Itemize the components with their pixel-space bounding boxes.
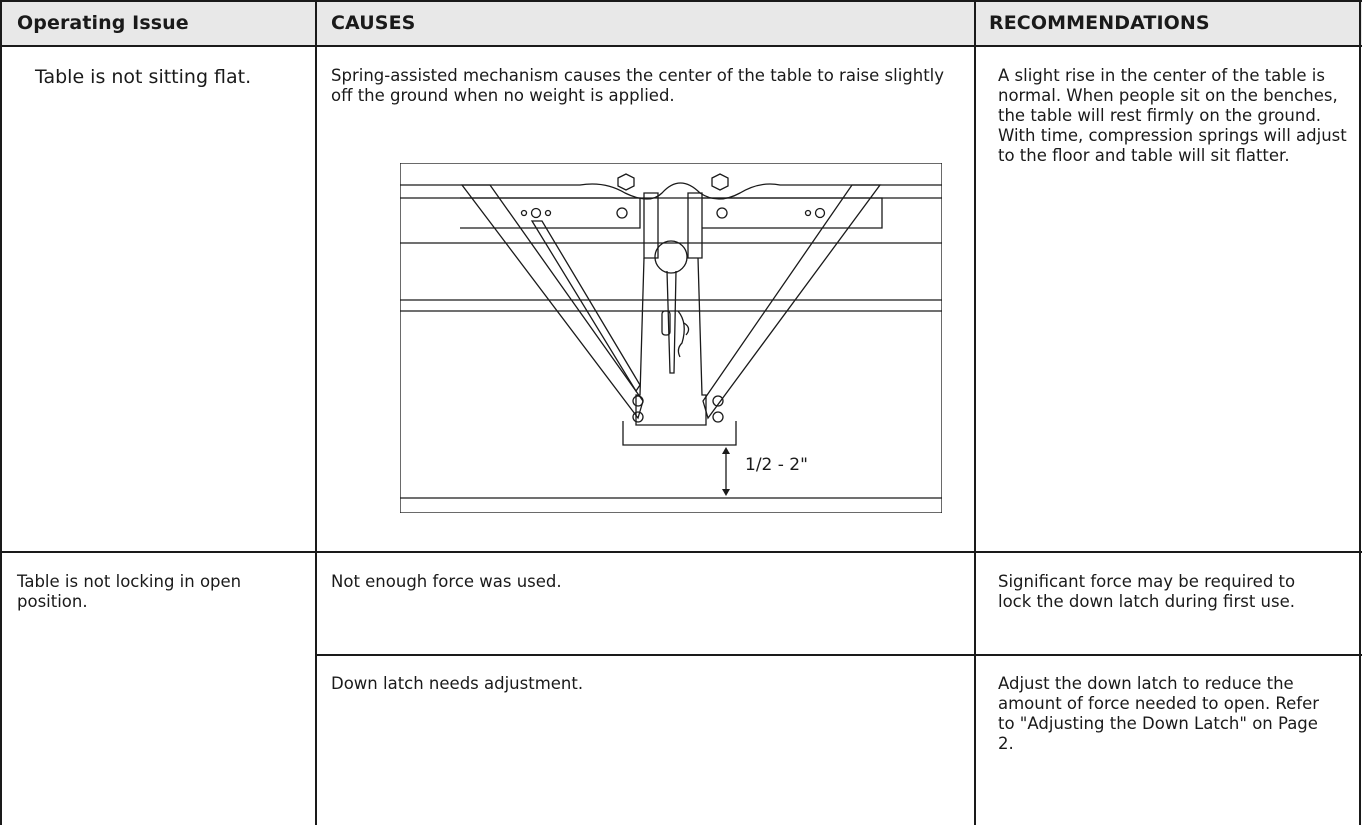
- row1-cause: Spring-assisted mechanism causes the cen…: [331, 66, 945, 105]
- row1-bottom-border: [0, 551, 1362, 553]
- diagram-leg-right: [702, 184, 882, 420]
- header-recommendations: RECOMMENDATIONS: [989, 12, 1210, 34]
- row2-recommendation-1: Significant force may be required to loc…: [998, 572, 1296, 611]
- diagram-cable: [677, 310, 685, 358]
- row1-issue: Table is not sitting flat.: [35, 66, 252, 88]
- row2-issue: Table is not locking in open position.: [17, 572, 242, 611]
- diagram-lever: [666, 270, 677, 374]
- header-operating-issue: Operating Issue: [17, 12, 189, 34]
- diagram-center-post: [635, 257, 707, 426]
- diagram-leg-left: [460, 184, 644, 420]
- subrow-divider: [315, 654, 1362, 656]
- diagram-bolt-right: [711, 173, 729, 191]
- diagram-bracket-right: [702, 197, 883, 229]
- diagram-spring-knob: [654, 240, 688, 274]
- row2-cause-1: Not enough force was used.: [331, 572, 562, 591]
- table-border-top: [0, 0, 1362, 2]
- row2-cause-2: Down latch needs adjustment.: [331, 674, 584, 693]
- header-bottom-border: [0, 45, 1362, 47]
- row1-recommendation: A slight rise in the center of the table…: [998, 66, 1347, 165]
- diagram-bolt-left: [617, 173, 635, 191]
- diagram-strut-left: [530, 220, 641, 393]
- diagram-foot: [622, 421, 737, 446]
- table-divider-2: [974, 0, 976, 825]
- diagram-tabletop: [400, 182, 942, 200]
- table-border-left: [0, 0, 2, 825]
- table-mechanism-diagram: [400, 163, 942, 513]
- table-header-background: [0, 0, 1362, 45]
- diagram-bracket-left: [460, 197, 641, 229]
- table-border-right: [1359, 0, 1361, 825]
- table-divider-1: [315, 0, 317, 825]
- header-causes: CAUSES: [331, 12, 416, 34]
- diagram-frame: [400, 163, 942, 513]
- diagram-dimension-label: 1/2 - 2": [745, 455, 808, 475]
- row2-recommendation-2: Adjust the down latch to reduce the amou…: [998, 674, 1320, 753]
